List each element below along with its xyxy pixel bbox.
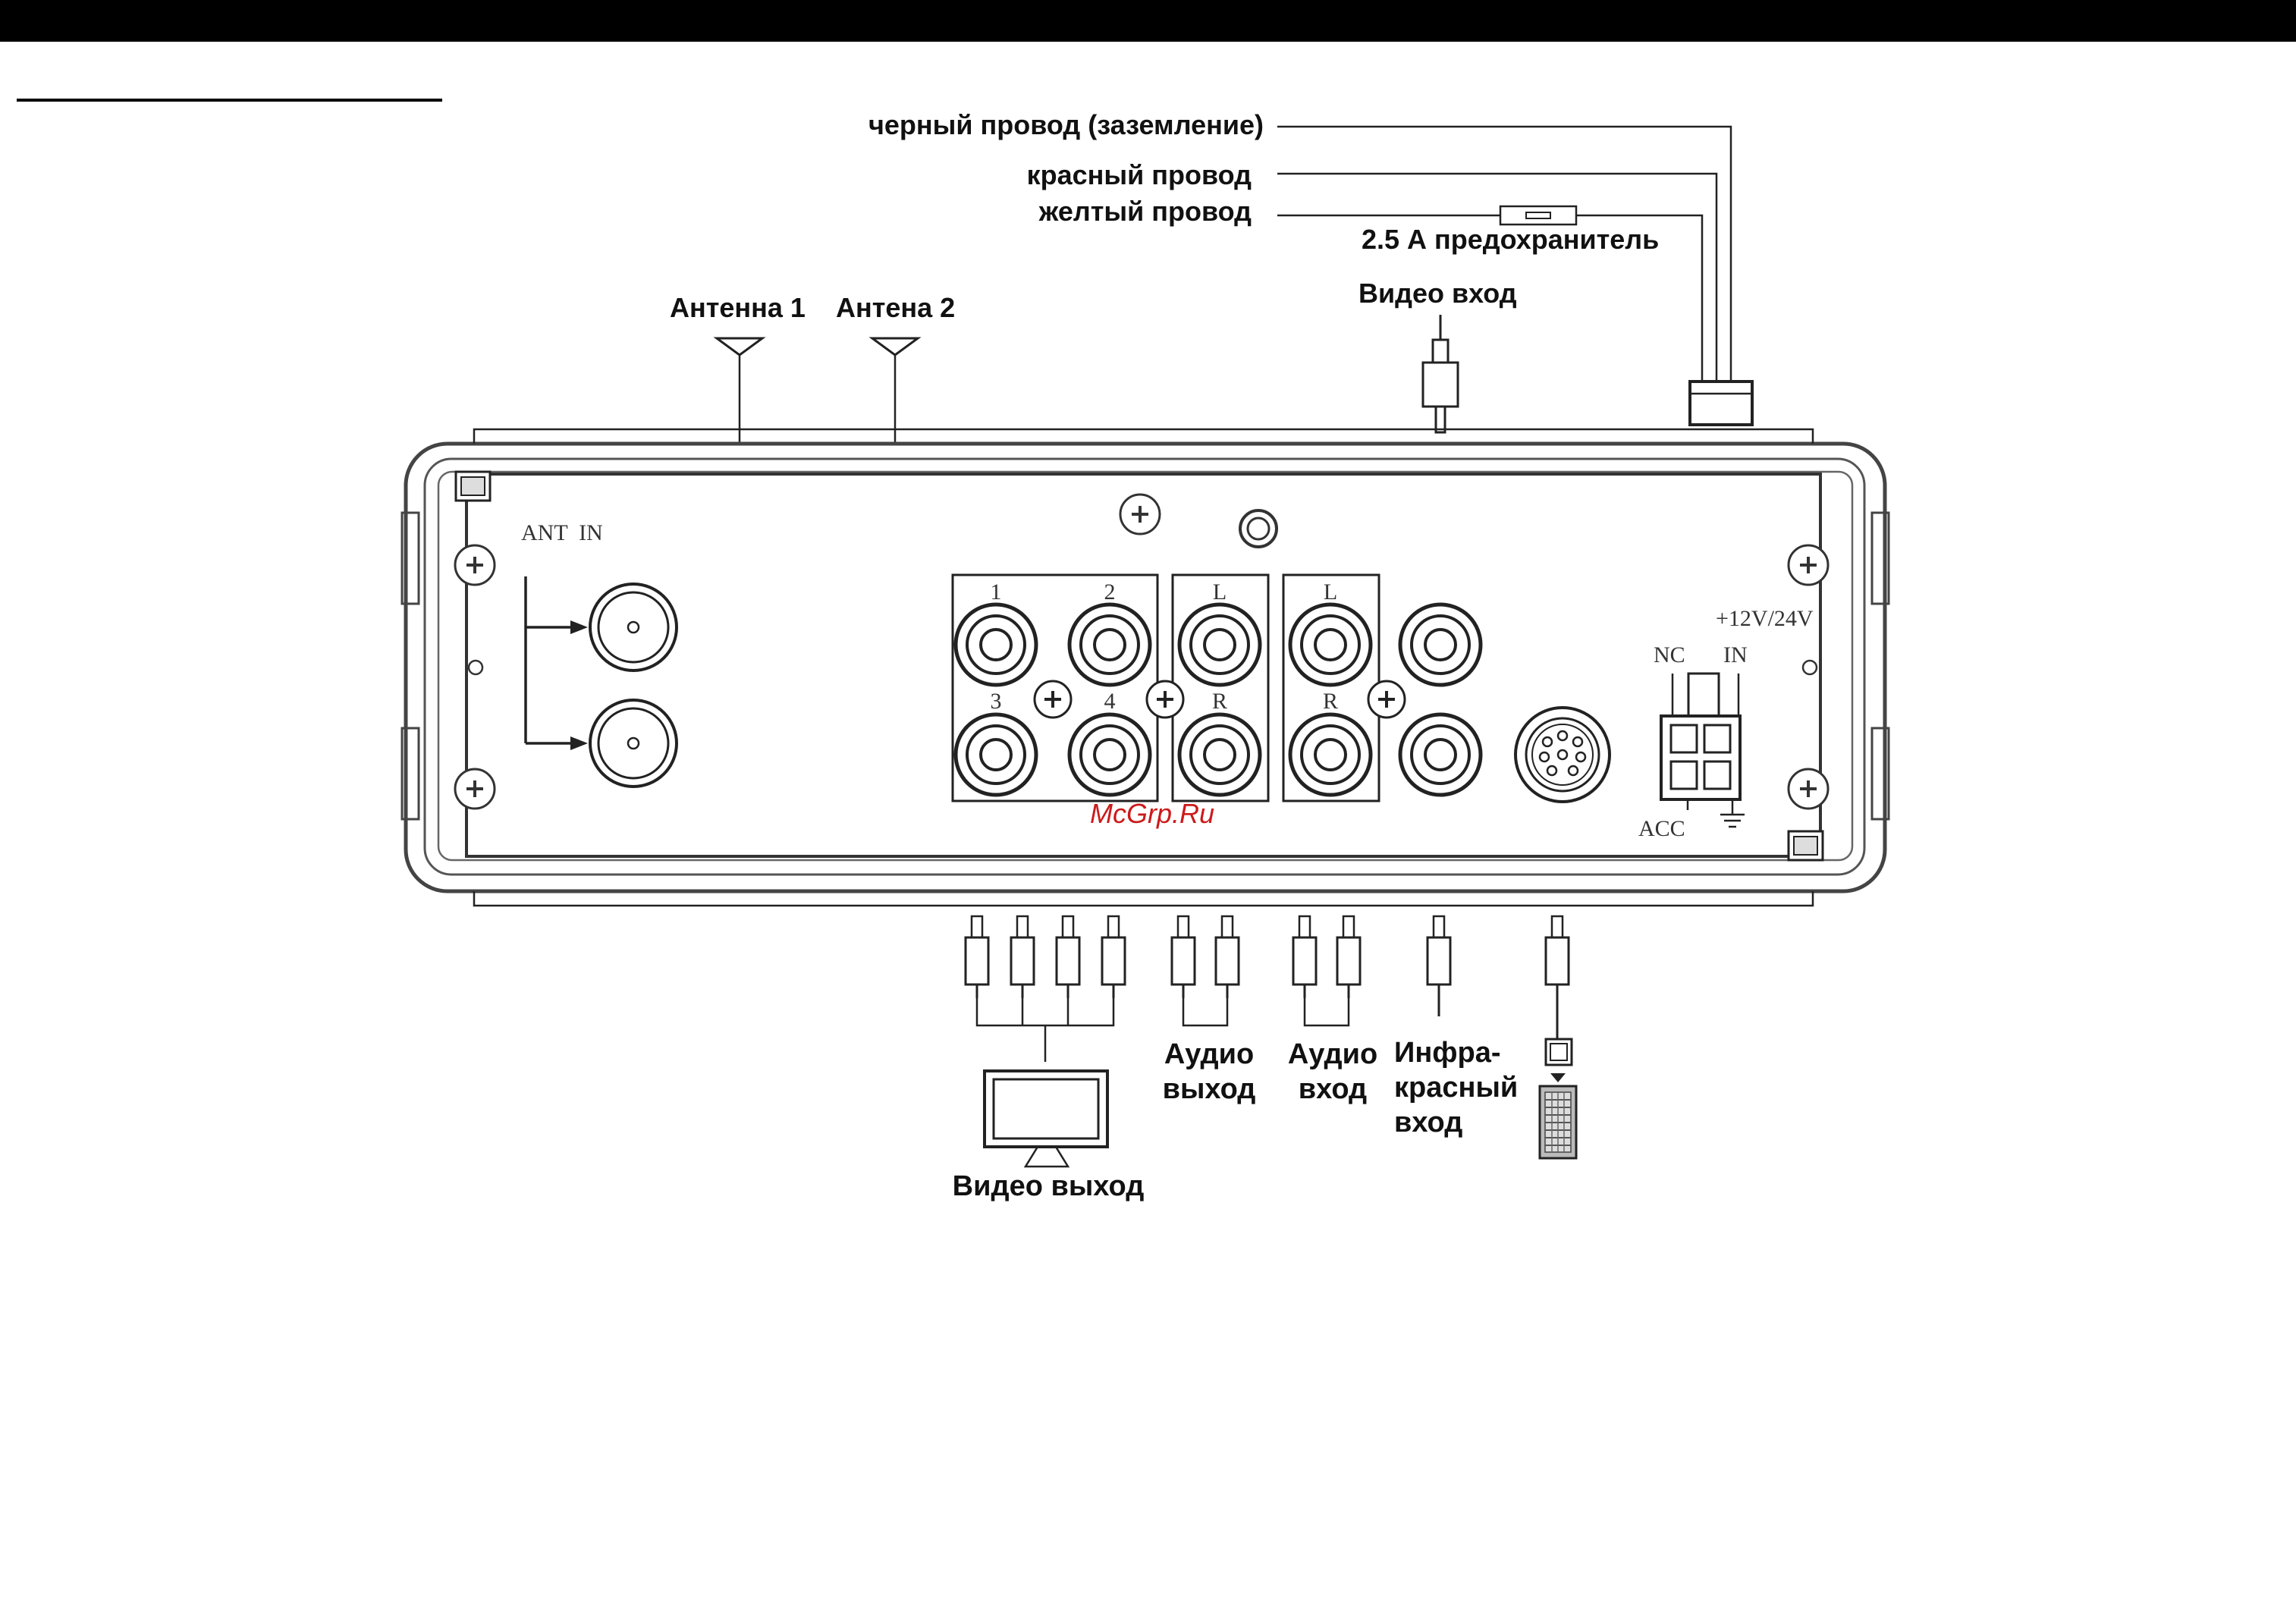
jack-label-4: 4 xyxy=(1104,689,1116,714)
audio-in-label-line2: вход xyxy=(1299,1073,1367,1105)
rca-plug-icon xyxy=(1172,916,1195,998)
watermark: McGrp.Ru xyxy=(1090,798,1214,829)
acc-label: ACC xyxy=(1638,816,1685,841)
rca-jack-extra-bottom xyxy=(1400,714,1481,795)
nc-label: NC xyxy=(1654,642,1685,667)
remote-control-icon xyxy=(1540,1086,1576,1158)
antenna-jack-2 xyxy=(590,700,677,787)
jack-label-2: 2 xyxy=(1104,579,1116,605)
remote-receiver xyxy=(1540,916,1576,1158)
screw-icon xyxy=(1120,495,1160,534)
fuse-icon xyxy=(1500,206,1576,225)
audio-in-right-label: R xyxy=(1323,689,1338,714)
rca-jack-video-1 xyxy=(956,605,1036,685)
screw-icon xyxy=(1368,681,1405,718)
audio-out-label-line1: Аудио xyxy=(1164,1038,1254,1070)
monitor-icon xyxy=(985,1071,1107,1167)
jack-label-1: 1 xyxy=(991,579,1002,605)
audio-in-label-line1: Аудио xyxy=(1288,1038,1377,1070)
audio-out-right-label: R xyxy=(1212,689,1227,714)
bolt-icon xyxy=(1240,510,1277,547)
screw-icon xyxy=(455,545,495,585)
ant-in-label: ANT IN xyxy=(521,520,603,545)
power-plug-icon xyxy=(1690,382,1752,425)
red-wire-label: красный провод xyxy=(1027,159,1252,190)
rca-jack-audio-in-left xyxy=(1290,605,1371,685)
rca-plug-icon xyxy=(1102,916,1125,998)
audio-in-plugs xyxy=(1293,916,1360,1025)
yellow-wire-label: желтый провод xyxy=(1038,196,1252,227)
jack-label-3: 3 xyxy=(991,689,1002,714)
audio-out-plugs xyxy=(1172,916,1239,1025)
rca-jack-extra-top xyxy=(1400,605,1481,685)
screw-icon xyxy=(1035,681,1071,718)
antenna-2-label: Антена 2 xyxy=(836,292,955,323)
rca-plug-icon xyxy=(966,916,988,998)
black-wire-label: черный провод (заземление) xyxy=(868,109,1264,140)
audio-out-left-label: L xyxy=(1213,579,1227,605)
video-out-plugs xyxy=(966,916,1125,1062)
header-bar xyxy=(0,0,2296,42)
rca-plug-icon xyxy=(1546,916,1569,1039)
screw-icon xyxy=(1789,545,1828,585)
ir-in-label-line3: вход xyxy=(1394,1107,1462,1138)
rca-plug-icon xyxy=(1293,916,1316,998)
power-voltage-label: +12V/24V xyxy=(1716,606,1814,631)
antenna-1-label: Антенна 1 xyxy=(670,292,806,323)
rca-plug-icon xyxy=(1428,916,1450,1016)
rca-jack-video-3 xyxy=(956,714,1036,795)
rca-jack-video-4 xyxy=(1069,714,1150,795)
rca-plug-icon xyxy=(1337,916,1360,998)
rca-plug-icon xyxy=(1011,916,1034,998)
video-in-label: Видео вход xyxy=(1358,278,1517,309)
ir-in-label-line2: красный xyxy=(1394,1072,1518,1104)
ir-in-label-line1: Инфра- xyxy=(1394,1037,1501,1069)
rca-jack-audio-out-right xyxy=(1179,714,1260,795)
in-label: IN xyxy=(1723,642,1748,667)
ir-in-plug xyxy=(1428,916,1450,1016)
audio-out-label-line2: выход xyxy=(1163,1073,1256,1105)
rca-jack-video-2 xyxy=(1069,605,1150,685)
rca-plug-icon xyxy=(1057,916,1079,998)
power-wires xyxy=(1277,127,1752,425)
rca-jack-audio-out-left xyxy=(1179,605,1260,685)
video-in-plug-icon xyxy=(1423,315,1458,432)
video-out-label: Видео выход xyxy=(953,1170,1145,1202)
screw-icon xyxy=(455,769,495,809)
screw-icon xyxy=(1147,681,1183,718)
din-connector-icon xyxy=(1515,708,1610,802)
rca-plug-icon xyxy=(1216,916,1239,998)
antenna-jack-1 xyxy=(590,584,677,670)
arrow-down-icon xyxy=(1550,1073,1566,1082)
fuse-label: 2.5 А предохранитель xyxy=(1362,224,1659,255)
audio-in-left-label: L xyxy=(1324,579,1337,605)
screw-icon xyxy=(1789,769,1828,809)
rca-jack-audio-in-right xyxy=(1290,714,1371,795)
